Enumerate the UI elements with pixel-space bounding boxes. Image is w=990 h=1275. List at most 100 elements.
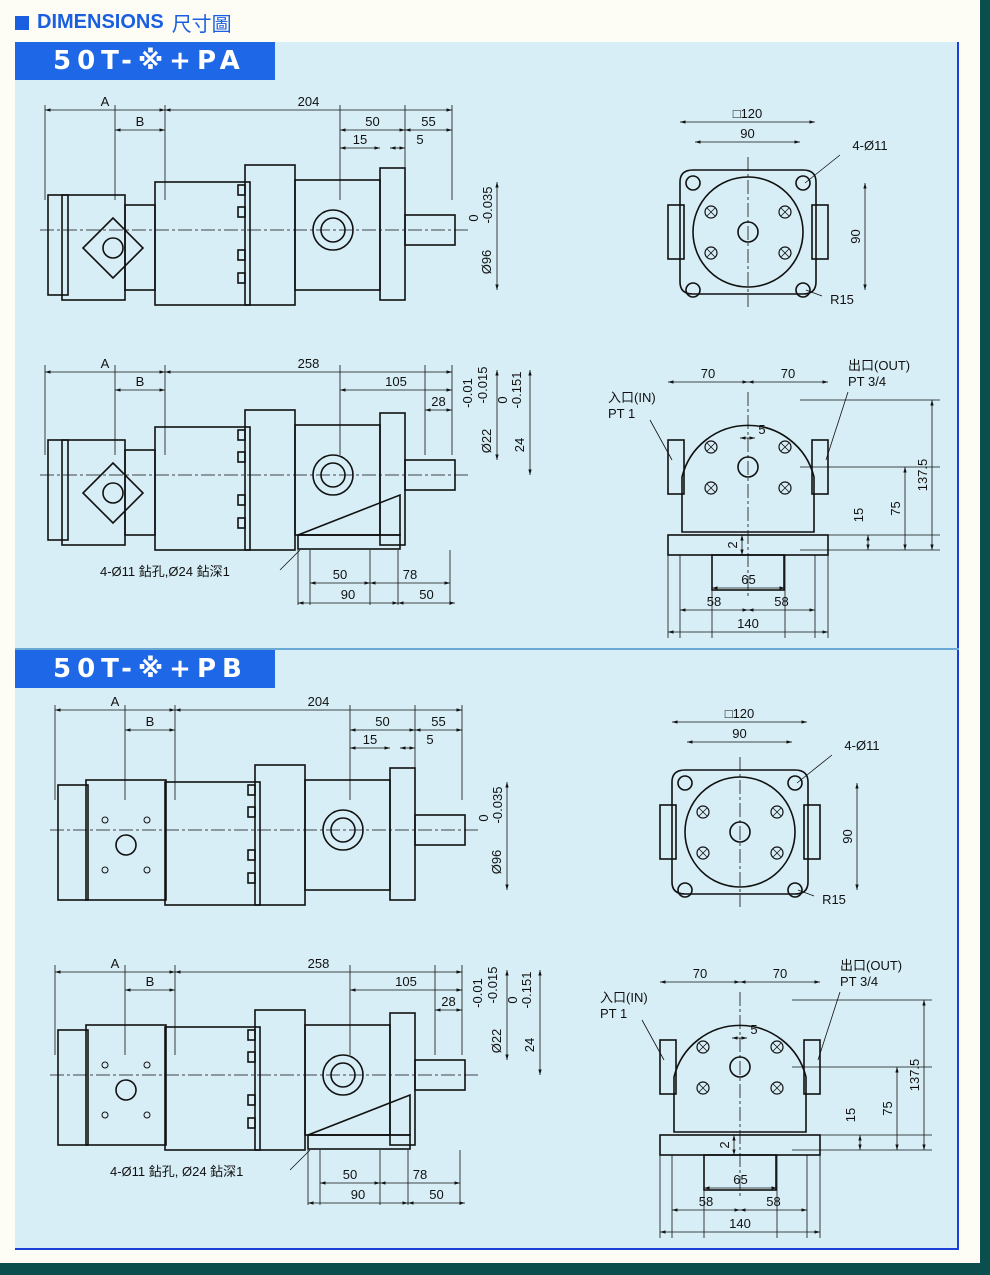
dim-height-label: 137.5 xyxy=(915,459,930,492)
dim-a-label: A xyxy=(101,94,110,109)
hole-note: 4-Ø11 鉆孔, Ø24 鉆深1 xyxy=(110,1164,243,1179)
page-header: DIMENSIONS 尺寸圖 xyxy=(15,8,232,37)
note-leader xyxy=(279,549,301,571)
dim-a-label: A xyxy=(111,956,120,971)
dim-65-label: 65 xyxy=(733,1172,747,1187)
corner-hole xyxy=(677,775,693,791)
flange-bolt xyxy=(247,1029,256,1041)
face-bolt-cross xyxy=(772,1083,782,1093)
dim-28-label: 28 xyxy=(441,994,455,1009)
aux-pump-bolt xyxy=(101,1111,109,1119)
shaft-tol-lower: -0.015 xyxy=(475,367,490,404)
holes-leader xyxy=(804,154,841,184)
outlet-thread-label: PT 3/4 xyxy=(848,374,886,389)
dim-15-label: 15 xyxy=(363,732,377,747)
corner-hole xyxy=(787,882,803,898)
dim-key-label: 5 xyxy=(758,422,765,437)
dim-recess-label: 2 xyxy=(717,1141,732,1148)
dim-center-label: 75 xyxy=(888,501,903,515)
dim-55-label: 55 xyxy=(421,114,435,129)
aux-pump-bolt xyxy=(143,1111,151,1119)
outlet-label: 出口(OUT) xyxy=(848,358,910,373)
corner-hole xyxy=(795,175,811,191)
shaft-tol-lower: -0.015 xyxy=(485,967,500,1004)
tol-upper: 0 xyxy=(476,814,491,821)
support-bracket xyxy=(307,1093,411,1136)
face-bolt-cross xyxy=(706,207,716,217)
flange-bolt xyxy=(237,184,246,196)
support-bracket xyxy=(297,493,401,536)
face-bolt xyxy=(696,1081,710,1095)
mounting-flange xyxy=(254,1009,306,1151)
face-bolt xyxy=(778,440,792,454)
dim-height-label: 137.5 xyxy=(907,1059,922,1092)
corner-hole xyxy=(677,882,693,898)
motor-body xyxy=(164,1026,261,1151)
flange-bolt xyxy=(237,451,246,463)
face-bolt-cross xyxy=(698,1083,708,1093)
dim-square-label: □120 xyxy=(733,106,763,121)
tol-lower: -0.035 xyxy=(480,187,495,224)
face-bolt xyxy=(704,481,718,495)
motor-body xyxy=(154,181,251,306)
aux-pump-cover xyxy=(47,439,69,541)
flange-bolt xyxy=(237,249,246,261)
radius-label: R15 xyxy=(822,892,846,907)
face-bolt xyxy=(704,440,718,454)
face-bolt xyxy=(696,1040,710,1054)
aux-pump-port xyxy=(115,1079,137,1101)
aux-pump-flange xyxy=(81,216,145,280)
face-bolt-cross xyxy=(772,1042,782,1052)
flange-bolt xyxy=(247,849,256,861)
dim-58b-label: 58 xyxy=(774,594,788,609)
face-bolt xyxy=(770,1040,784,1054)
face-bolt-cross xyxy=(780,248,790,258)
face-bolt-cross xyxy=(698,1042,708,1052)
key-tol-upper: 0 xyxy=(495,396,510,403)
header-title-cn: 尺寸圖 xyxy=(171,12,232,36)
dim-55-label: 55 xyxy=(431,714,445,729)
dim-square-label: □120 xyxy=(725,706,755,721)
dim-shaft-dia-label: Ø22 xyxy=(489,1029,504,1054)
corner-hole xyxy=(787,775,803,791)
mounting-foot xyxy=(297,534,401,550)
aux-pump-body xyxy=(85,779,167,901)
dim-shaft-dia-label: Ø96 xyxy=(479,250,494,275)
flange-bolt xyxy=(237,272,246,284)
flange-bolt xyxy=(247,872,256,884)
key-tol-lower: -0.151 xyxy=(519,972,534,1009)
mounting-foot xyxy=(307,1134,411,1150)
aux-pump-bolt xyxy=(101,1061,109,1069)
face-bolt xyxy=(778,481,792,495)
flange-bolt xyxy=(247,784,256,796)
inlet-thread-label: PT 1 xyxy=(600,1006,627,1021)
pump-housing xyxy=(304,1024,391,1136)
dim-center-label: 75 xyxy=(880,1101,895,1115)
header-title: DIMENSIONS xyxy=(37,11,164,33)
front-flange xyxy=(389,1012,416,1146)
outlet-thread-label: PT 3/4 xyxy=(840,974,878,989)
note-leader xyxy=(289,1149,311,1171)
dim-15-label: 15 xyxy=(353,132,367,147)
face-bolt xyxy=(770,1081,784,1095)
dim-key-label: 5 xyxy=(750,1022,757,1037)
dim-foot-label: 15 xyxy=(843,1108,858,1122)
square-bullet-icon xyxy=(15,15,29,30)
aux-pump-body xyxy=(61,194,126,301)
outlet-port xyxy=(811,204,829,260)
outlet-leader xyxy=(817,991,841,1061)
dim-right-label: 70 xyxy=(781,366,795,381)
aux-pump-bolt xyxy=(143,816,151,824)
face-bolt xyxy=(704,205,718,219)
corner-hole xyxy=(795,282,811,298)
inlet-port xyxy=(659,804,677,860)
aux-pump-cover xyxy=(57,784,89,901)
flange-bolt xyxy=(237,517,246,529)
aux-pump-port xyxy=(102,237,124,259)
inlet-port xyxy=(667,204,685,260)
dim-78-label: 78 xyxy=(413,1167,427,1182)
